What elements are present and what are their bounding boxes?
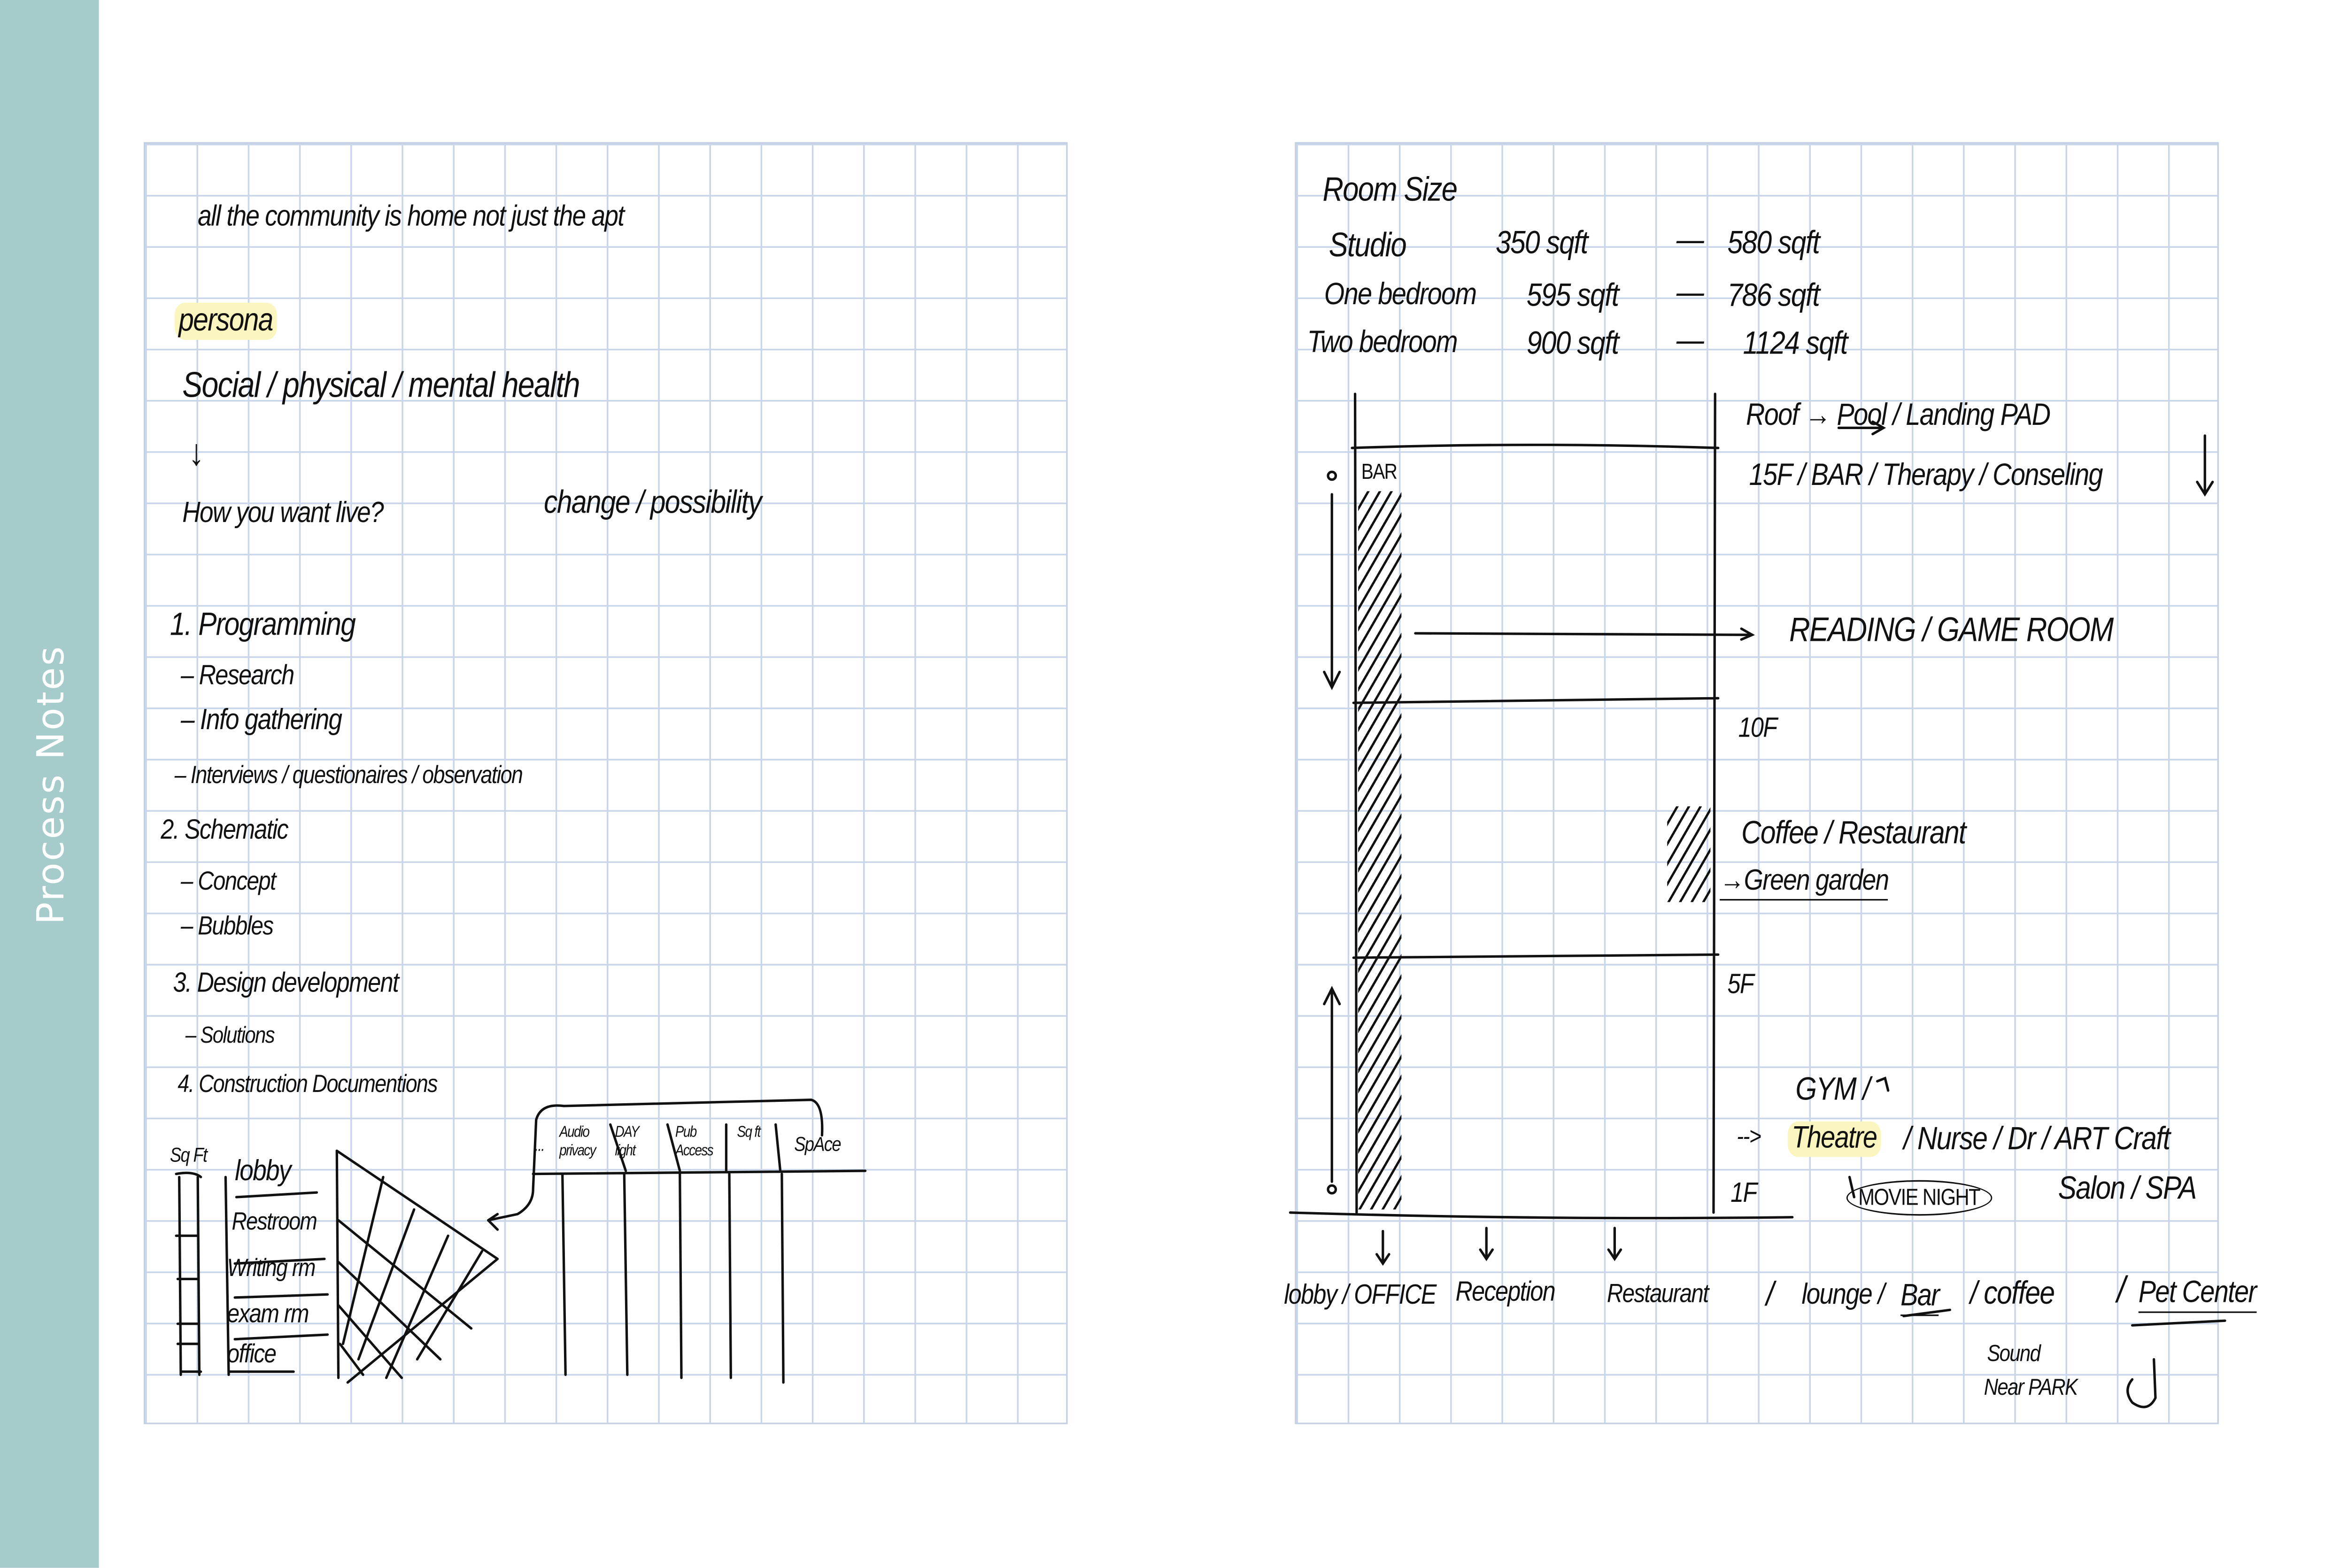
- room-label: exam rm: [227, 1299, 309, 1329]
- ground-item: /: [2116, 1269, 2126, 1312]
- step-item: – Solutions: [185, 1022, 275, 1049]
- room-dash: —: [1676, 323, 1704, 359]
- question-note: How you want live?: [182, 497, 384, 530]
- room-min: 595 sqft: [1526, 278, 1619, 314]
- change-note: change / possibility: [544, 485, 762, 521]
- room-min: 350 sqft: [1496, 225, 1588, 261]
- reading-note: READING / GAME ROOM: [1789, 610, 2114, 649]
- room-dash: —: [1676, 222, 1704, 258]
- step-item: – Info gathering: [180, 704, 342, 737]
- garden-note: →Green garden: [1720, 865, 1889, 901]
- coffee-note: Coffee / Restaurant: [1741, 815, 1966, 851]
- step-item: – Research: [180, 659, 294, 691]
- room-label: lobby: [235, 1155, 291, 1188]
- ground-item: lobby / OFFICE: [1284, 1279, 1437, 1310]
- column-header: Pub Access: [675, 1124, 714, 1161]
- floor-15-note: 15F / BAR / Therapy / Conseling: [1749, 459, 2103, 493]
- ground-item: / coffee: [1970, 1276, 2055, 1312]
- ground-item: Pet Center: [2138, 1276, 2257, 1313]
- step-item: 2. Schematic: [161, 814, 289, 845]
- salon-note: Salon / SPA: [2058, 1171, 2197, 1207]
- room-label: Restroom: [232, 1209, 317, 1236]
- room-type: One bedroom: [1324, 278, 1477, 312]
- floor-5-label: 5F: [1727, 968, 1754, 999]
- theatre-highlight: Theatre: [1787, 1121, 1881, 1157]
- ground-item: Bar: [1900, 1279, 1940, 1316]
- step-item: 3. Design development: [173, 967, 399, 998]
- room-size-title: Room Size: [1322, 169, 1458, 209]
- gym-note: GYM /: [1795, 1072, 1870, 1108]
- room-max: 786 sqft: [1727, 278, 1820, 314]
- ground-item: Restaurant: [1607, 1279, 1709, 1308]
- persona-highlight: persona: [174, 302, 277, 340]
- room-max: 1124 sqft: [1743, 326, 1848, 361]
- sidebar-title: Process Notes: [29, 645, 73, 925]
- column-header: ...: [534, 1137, 545, 1156]
- room-dash: —: [1676, 275, 1704, 311]
- sqft-label: Sq Ft: [170, 1143, 208, 1167]
- park-note: Near PARK: [1984, 1375, 2078, 1401]
- room-label: Writing rm: [227, 1256, 316, 1282]
- theatre-note: / Nurse / Dr / ART Craft: [1903, 1121, 2170, 1157]
- room-type: Studio: [1328, 225, 1407, 264]
- arrow-down-icon: ↓: [188, 432, 204, 475]
- theatre-arrow: -->: [1737, 1124, 1761, 1151]
- movie-night-oval: MOVIE NIGHT: [1846, 1180, 1992, 1216]
- room-max: 580 sqft: [1727, 225, 1820, 261]
- room-min: 900 sqft: [1526, 326, 1619, 361]
- bar-label: BAR: [1361, 459, 1398, 484]
- column-header: Audio privacy: [559, 1124, 596, 1161]
- step-item: – Concept: [180, 866, 276, 896]
- ground-item: /: [1766, 1274, 1774, 1313]
- sidebar: Process Notes: [0, 0, 99, 1568]
- column-header: SpAce: [794, 1132, 841, 1156]
- room-type: Two bedroom: [1307, 326, 1458, 360]
- garden-hatching: [1667, 806, 1711, 902]
- sound-note: Sound: [1987, 1340, 2041, 1367]
- column-header: Sq ft: [737, 1124, 761, 1142]
- step-item: – Interviews / questionaires / observati…: [174, 763, 523, 790]
- step-item: 1. Programming: [170, 607, 356, 643]
- roof-note: Roof → Pool / Landing PAD: [1746, 398, 2051, 433]
- core-hatching: [1358, 491, 1402, 1210]
- floor-10-label: 10F: [1738, 712, 1777, 743]
- step-item: – Bubbles: [180, 911, 274, 941]
- floor-1-label: 1F: [1730, 1177, 1757, 1208]
- column-header: DAY light: [615, 1124, 640, 1161]
- health-note: Social / physical / mental health: [182, 364, 580, 405]
- ground-item: Reception: [1455, 1276, 1555, 1307]
- room-label: office: [227, 1339, 277, 1369]
- step-item: 4. Construction Documentions: [178, 1072, 438, 1099]
- ground-item: lounge /: [1801, 1279, 1885, 1312]
- intro-note: all the community is home not just the a…: [198, 200, 625, 233]
